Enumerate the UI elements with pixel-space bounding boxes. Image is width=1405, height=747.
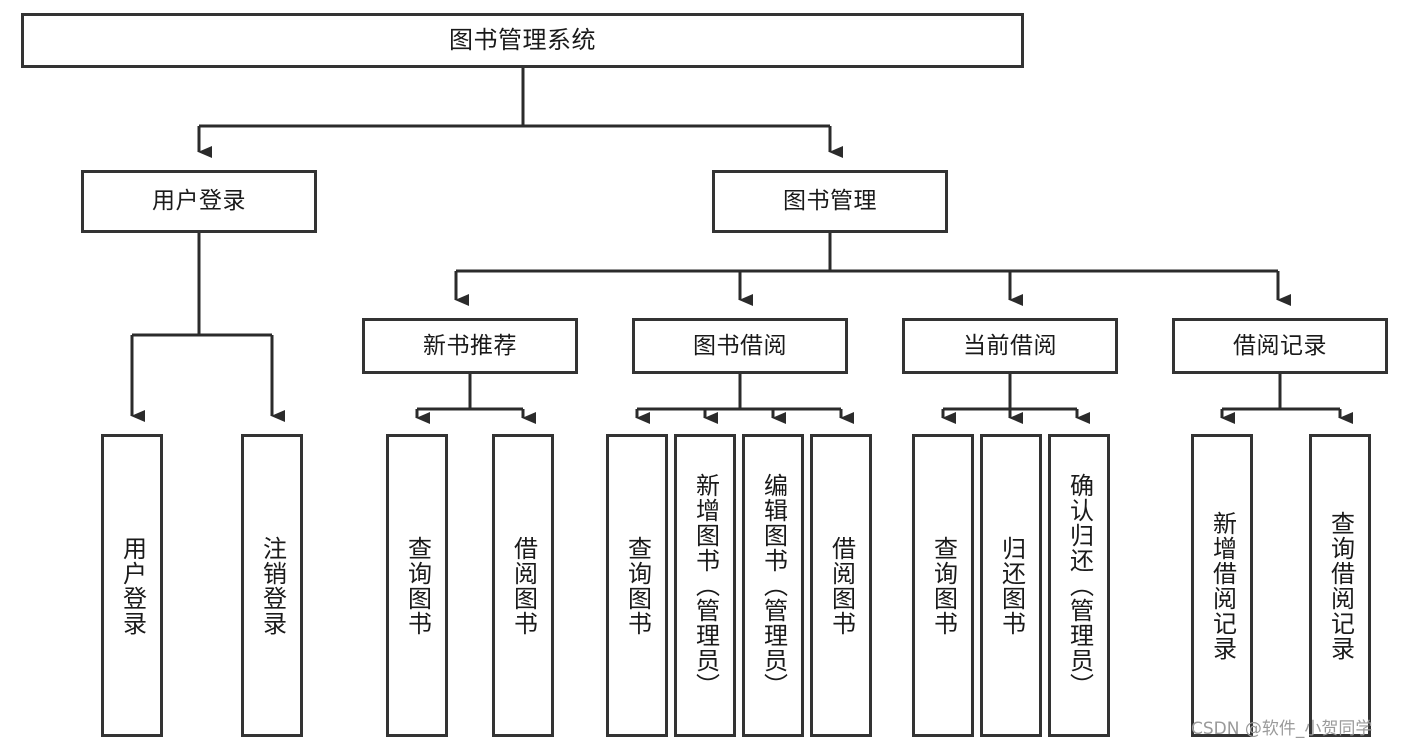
node-user-login[interactable]: 用户登录 (81, 170, 317, 233)
node-current-borrow[interactable]: 当前借阅 (902, 318, 1118, 374)
node-label: 归还图书 (997, 535, 1026, 636)
node-label: 图书管理系统 (449, 25, 596, 54)
node-label: 借阅图书 (827, 535, 856, 636)
leaf-current-return-book[interactable]: 归还图书 (980, 434, 1042, 737)
leaf-borrow-query-book[interactable]: 查询图书 (606, 434, 668, 737)
leaf-borrow-add-book-admin[interactable]: 新增图书（管理员） (674, 434, 736, 737)
node-label: 查询图书 (929, 535, 958, 636)
csdn-watermark: CSDN @软件_小贺同学 (1191, 719, 1373, 739)
leaf-record-query-record[interactable]: 查询借阅记录 (1309, 434, 1371, 737)
node-label: 图书借阅 (693, 332, 787, 359)
node-label: 借阅图书 (509, 535, 538, 636)
leaf-recommend-borrow-book[interactable]: 借阅图书 (492, 434, 554, 737)
leaf-record-add-record[interactable]: 新增借阅记录 (1191, 434, 1253, 737)
leaf-recommend-query-book[interactable]: 查询图书 (386, 434, 448, 737)
node-label: 用户登录 (118, 535, 147, 636)
node-new-book-recommend[interactable]: 新书推荐 (362, 318, 578, 374)
node-label: 新书推荐 (423, 332, 517, 359)
leaf-user-login-logout[interactable]: 注销登录 (241, 434, 303, 737)
node-label: 新增图书（管理员） (691, 473, 720, 698)
node-label: 编辑图书（管理员） (759, 473, 788, 698)
node-label: 新增借阅记录 (1208, 510, 1237, 661)
node-label: 借阅记录 (1233, 332, 1327, 359)
node-label: 查询图书 (623, 535, 652, 636)
node-root-system[interactable]: 图书管理系统 (21, 13, 1024, 68)
node-label: 当前借阅 (963, 332, 1057, 359)
leaf-user-login-login[interactable]: 用户登录 (101, 434, 163, 737)
leaf-current-query-book[interactable]: 查询图书 (912, 434, 974, 737)
node-label: 注销登录 (258, 535, 287, 636)
leaf-borrow-edit-book-admin[interactable]: 编辑图书（管理员） (742, 434, 804, 737)
node-label: 用户登录 (152, 188, 246, 215)
leaf-borrow-borrow-book[interactable]: 借阅图书 (810, 434, 872, 737)
node-book-borrow[interactable]: 图书借阅 (632, 318, 848, 374)
node-label: 图书管理 (783, 188, 877, 215)
node-book-management[interactable]: 图书管理 (712, 170, 948, 233)
node-borrow-record[interactable]: 借阅记录 (1172, 318, 1388, 374)
node-label: 确认归还（管理员） (1065, 473, 1094, 698)
node-label: 查询图书 (403, 535, 432, 636)
node-label: 查询借阅记录 (1326, 510, 1355, 661)
leaf-current-confirm-return-admin[interactable]: 确认归还（管理员） (1048, 434, 1110, 737)
